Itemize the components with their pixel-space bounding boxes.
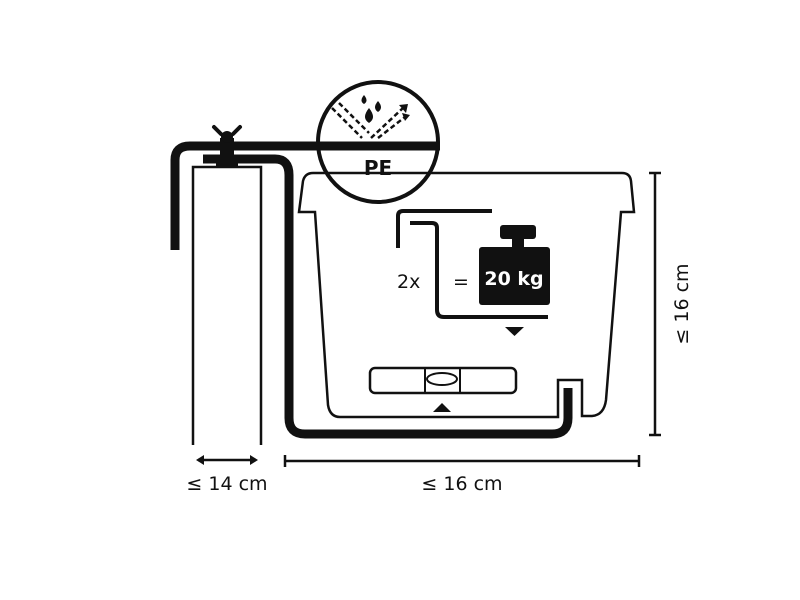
planter-box (297, 171, 636, 419)
load-equals: = (453, 271, 469, 293)
planter-height-label: ≤ 16 cm (671, 263, 693, 344)
material-label: PE (364, 156, 392, 180)
balcony-rail (191, 165, 263, 445)
down-arrow-icon (505, 327, 524, 336)
weight-icon: 20 kg (479, 225, 550, 305)
bracket-outer-hook (170, 141, 440, 250)
load-multiplier: 2x (397, 271, 420, 293)
wing-nut-icon (212, 125, 242, 166)
weight-label: 20 kg (484, 268, 543, 290)
material-badge: PE (316, 80, 440, 204)
bracket-inner-arm (203, 154, 573, 439)
reflection-arrows-icon (331, 102, 406, 139)
up-arrow-icon (433, 403, 451, 412)
rail-width-dimension: ≤ 14 cm (186, 455, 268, 495)
spirit-level-icon (368, 366, 518, 395)
planter-width-dimension: ≤ 16 cm (283, 455, 641, 495)
stacking-bracket-icon (396, 209, 548, 319)
rail-width-label: ≤ 14 cm (186, 473, 267, 495)
planter-width-label: ≤ 16 cm (421, 473, 502, 495)
planter-height-dimension: ≤ 16 cm (649, 171, 693, 437)
water-drops-icon (361, 95, 381, 123)
